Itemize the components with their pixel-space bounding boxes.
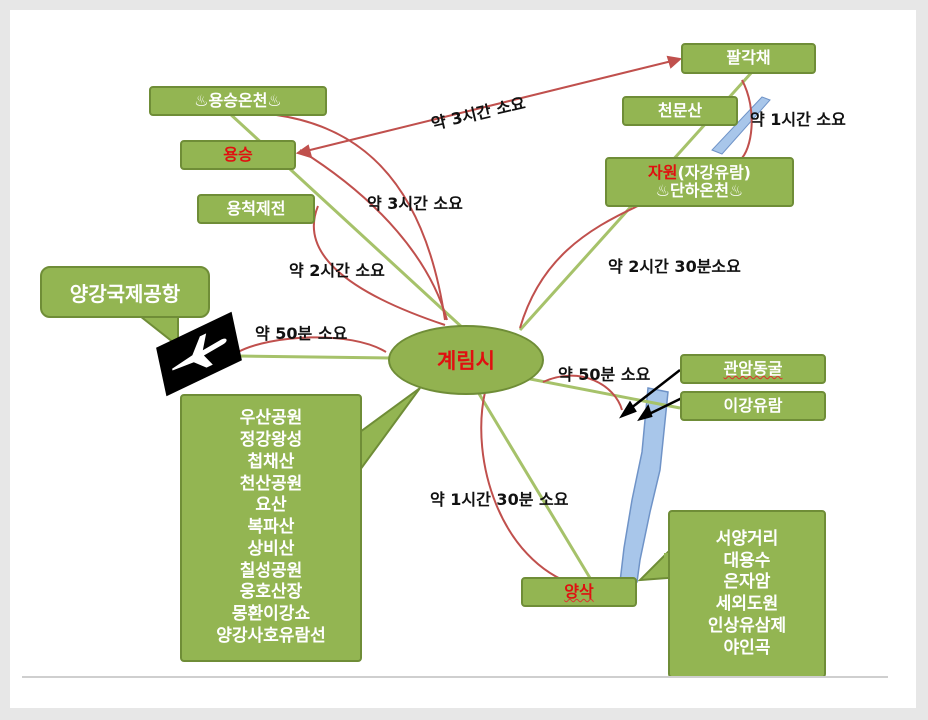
travel-label-airport: 약 50분 소요 [255,324,348,343]
ziyuan-line1: 자원(자강유람) [648,162,751,182]
arc-yongsheng [299,149,448,321]
yangshuo-spot: 은자암 [723,572,771,593]
yangshuo-spot: 서양거리 [715,528,779,549]
yangshuo-spot: 야인곡 [723,637,771,658]
city-spot: 복파산 [247,517,295,538]
ziyuan-red: 자원 [648,162,678,182]
arc-palgakchae [739,79,753,161]
city-spot: 양강사호유람선 [216,625,326,646]
danha-hotspring: ♨단하온천♨ [655,181,744,200]
node-palgakchae[interactable]: 팔각채 [681,43,816,74]
arrow-guanyan [625,369,681,413]
travel-label-terrace: 약 2시간 소요 [289,261,385,280]
city-spot: 웅호산장 [239,582,303,603]
arrowhead-yongsheng [295,144,313,159]
yangshuo-spots-callout: 서양거리 대용수 은자암 세외도원 인상유삼제 야인곡 [668,510,826,678]
hotspring-label: ♨용승온천♨ [194,90,282,110]
cheonmunsan-label: 천문산 [657,100,703,120]
spoke-yangshuo [476,391,592,579]
city-spot: 상비산 [247,538,295,559]
node-ziyuan[interactable]: 자원(자강유람) ♨단하온천♨ [605,157,794,207]
spoke-lijiang [524,376,681,410]
airport-label: 양강국제공항 [69,281,181,306]
arrowhead-palgakchae [666,55,683,69]
travel-label-palgakchae: 약 1시간 소요 [750,110,846,129]
center-gyerim[interactable]: 계림시 [388,325,544,395]
yangshuo-spot: 인상유삼제 [707,615,787,636]
node-yongsheng-hotspring[interactable]: ♨용승온천♨ [149,86,327,116]
travel-label-ziyuan: 약 2시간 30분소요 [608,257,741,276]
river-lijiang-lower [619,387,669,583]
travel-label-guanyan: 약 50분 소요 [558,365,651,384]
palgakchae-label: 팔각채 [726,48,771,68]
arc-airport [237,336,387,353]
city-spot: 우산공원 [239,408,303,429]
bottom-divider [22,676,888,678]
node-terrace[interactable]: 용척제전 [197,194,315,224]
yongsheng-label: 용승 [223,144,253,164]
yangshuo-label: 양삭 [564,581,594,601]
airplane-icon [156,311,242,397]
city-spot: 칠성공원 [239,560,303,581]
city-spot: 천산공원 [239,473,303,494]
ziyuan-rest: (자강유람) [677,162,751,182]
city-spot: 몽환이강쇼 [231,604,311,625]
node-cheonmunsan[interactable]: 천문산 [622,96,738,126]
arc-ziyuan [519,204,641,329]
city-spots-callout: 우산공원 정강왕성 첩채산 천산공원 요산 복파산 상비산 칠성공원 웅호산장 … [180,394,362,662]
travel-label-yangshuo: 약 1시간 30분 소요 [430,490,569,509]
city-spot: 첩채산 [247,451,295,472]
city-spot: 정강왕성 [239,430,303,451]
yangshuo-spot: 세외도원 [715,594,779,614]
lijiang-label: 이강유람 [723,395,783,415]
callout-tail-yangshuo [637,549,669,582]
city-spot: 요산 [255,495,287,516]
arrow-yongsheng-palgakchae [301,59,677,153]
airport-callout [40,266,210,318]
spoke-airport [237,354,391,360]
arc-guanyan [542,374,623,411]
node-guanyan-cave[interactable]: 관암동굴 [680,354,826,384]
travel-label-yongsheng-near: 약 3시간 소요 [367,194,463,213]
callout-tail-city [359,387,421,474]
node-lijiang-cruise[interactable]: 이강유람 [680,391,826,421]
node-yongsheng[interactable]: 용승 [180,140,296,170]
guanyan-label: 관암동굴 [723,358,783,378]
river-upper [711,96,771,155]
center-label: 계림시 [437,349,495,373]
yangshuo-spot: 대용수 [723,550,771,571]
arc-yangshuo [480,391,576,586]
node-yangshuo[interactable]: 양삭 [521,577,637,607]
terrace-label: 용척제전 [226,198,286,218]
